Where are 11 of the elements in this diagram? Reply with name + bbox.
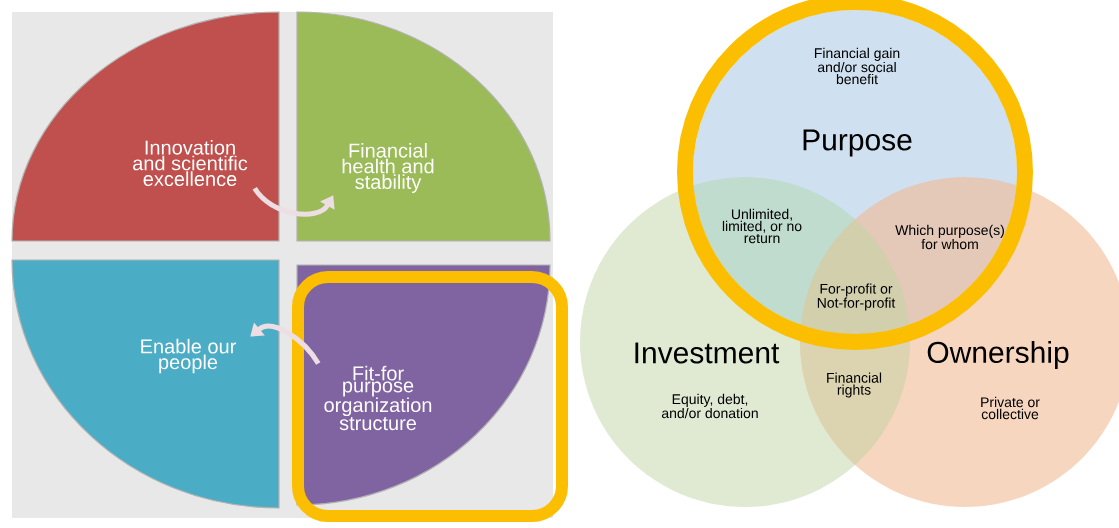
overlap-label: Financial rights: [827, 372, 882, 398]
circle-description: Equity, debt, and/or donation: [661, 393, 758, 419]
circle-title: Ownership: [927, 341, 1069, 369]
circle-description: Financial gain and/or social benefit: [814, 47, 900, 85]
circle-description: Private or collective: [981, 396, 1040, 420]
overlap-label: Unlimited, limited, or no return: [722, 208, 802, 244]
curved-arrow: [252, 186, 335, 217]
overlap-label: Which purpose(s) for whom: [895, 224, 1004, 250]
circle-title: Purpose: [803, 129, 912, 157]
overlap-label: For-profit or Not-for-profit: [817, 283, 896, 311]
circle-title: Investment: [635, 342, 780, 364]
